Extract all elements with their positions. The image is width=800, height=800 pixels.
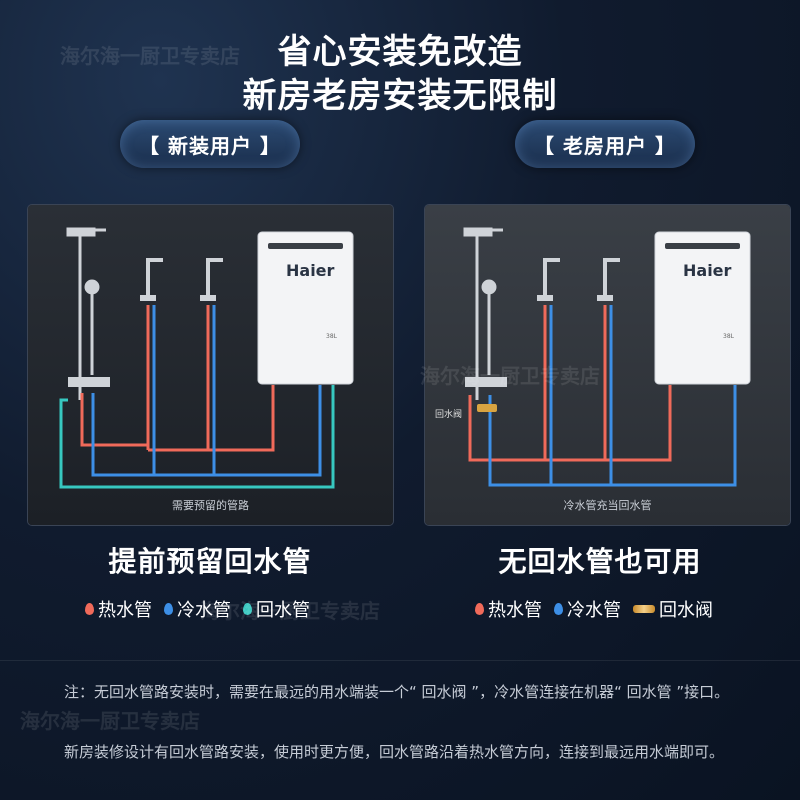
legend-new-install: 热水管 冷水管 回水管 <box>85 596 310 622</box>
tab-old-house[interactable]: 【 老房用户 】 <box>515 120 695 168</box>
headline-new-install: 提前预留回水管 <box>108 545 312 578</box>
shower-icon <box>66 227 110 400</box>
shower-icon <box>463 227 507 400</box>
cold-drop-icon <box>164 603 173 615</box>
hot-drop-icon <box>85 603 94 615</box>
tab-new-install[interactable]: 【 新装用户 】 <box>120 120 300 168</box>
pipe-caption: 需要预留的管路 <box>172 499 249 512</box>
cold-pipe <box>488 305 737 487</box>
pipe-caption: 冷水管充当回水管 <box>563 499 652 512</box>
hot-pipe <box>80 305 275 452</box>
pipe-diagram <box>59 227 354 489</box>
legend-item: 热水管 <box>85 596 152 622</box>
legend-item: 回水阀 <box>633 596 713 622</box>
legend-label: 冷水管 <box>177 600 231 621</box>
note-line-2: 新房装修设计有回水管路安装，使用时更方便，回水管路沿着热水管方向，连接到最远用水… <box>64 743 725 761</box>
hot-pipe <box>468 305 672 462</box>
legend-item: 冷水管 <box>554 596 621 622</box>
water-heater <box>654 231 751 385</box>
note-line-1: 注：无回水管路安装时，需要在最远的用水端装一个“ 回水阀 ”，冷水管连接在机器“… <box>64 683 730 701</box>
legend-label: 回水管 <box>256 600 310 621</box>
legend-item: 冷水管 <box>164 596 231 622</box>
legend-label: 回水阀 <box>659 600 713 621</box>
headline-old-house: 无回水管也可用 <box>498 545 702 578</box>
faucet-icon <box>537 258 560 301</box>
legend-label: 热水管 <box>488 600 542 621</box>
legend-old-house: 热水管 冷水管 回水阀 <box>475 596 713 622</box>
cold-pipe <box>91 305 322 477</box>
cold-drop-icon <box>554 603 563 615</box>
divider <box>0 660 800 661</box>
diagram-old-house: Haier 38L 回水阀 冷水管充当回水管 <box>425 205 790 525</box>
legend-label: 热水管 <box>98 600 152 621</box>
water-heater <box>257 231 354 385</box>
page-title: 省心安装免改造 <box>277 32 523 72</box>
return-drop-icon <box>243 603 252 615</box>
diagram-new-install: Haier 38L 需要预留的管路 <box>28 205 393 525</box>
legend-item: 热水管 <box>475 596 542 622</box>
faucet-icon <box>140 258 163 301</box>
heater-brand: Haier <box>683 261 732 280</box>
return-valve-icon <box>477 404 497 412</box>
heater-capacity: 38L <box>723 333 734 340</box>
return-pipe <box>59 385 335 489</box>
pipe-diagram <box>463 227 751 487</box>
legend-item: 回水管 <box>243 596 310 622</box>
valve-icon <box>633 605 655 613</box>
heater-capacity: 38L <box>326 333 337 340</box>
return-valve-label: 回水阀 <box>435 410 463 420</box>
faucet-icon <box>200 258 223 301</box>
watermark: 海尔海一厨卫专卖店 <box>20 709 200 733</box>
faucet-icon <box>597 258 620 301</box>
heater-brand: Haier <box>286 261 335 280</box>
page-subtitle: 新房老房安装无限制 <box>242 76 558 116</box>
hot-drop-icon <box>475 603 484 615</box>
legend-label: 冷水管 <box>567 600 621 621</box>
